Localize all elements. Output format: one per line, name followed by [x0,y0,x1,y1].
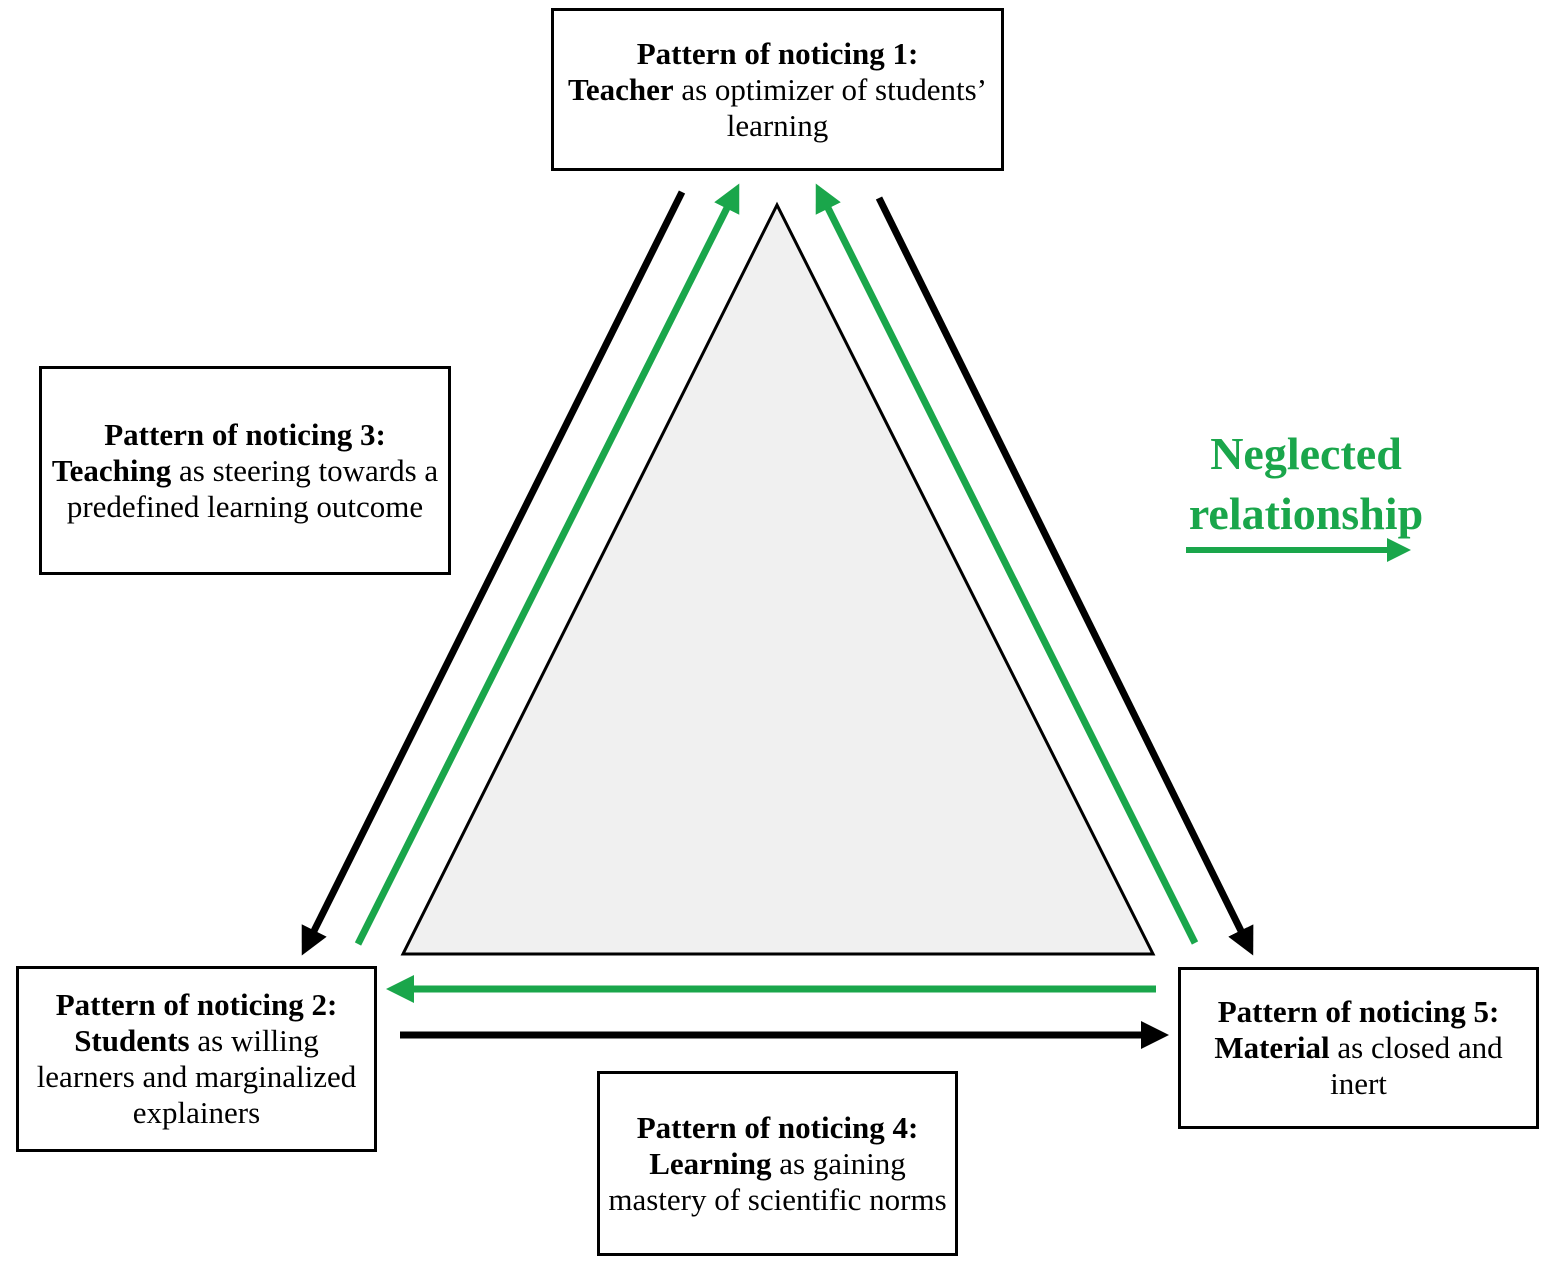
pattern-3-title: Pattern of noticing 3: [104,416,386,452]
pattern-1-text: Pattern of noticing 1:Teacher as optimiz… [560,36,995,144]
green-arrow-material-to-teacher [815,183,1199,945]
pattern-2-keyword: Students [74,1023,190,1058]
pattern-5-title: Pattern of noticing 5: [1217,994,1500,1029]
pattern-5-text: Pattern of noticing 5:Material as closed… [1187,994,1530,1102]
central-triangle [400,201,1156,956]
pattern-4-title: Pattern of noticing 4: [636,1109,919,1145]
pattern-2-text: Pattern of noticing 2:Students as willin… [25,987,368,1131]
pattern-5-description: as closed and inert [1329,1030,1503,1101]
pattern-4-description: as gaining mastery of scientific norms [608,1145,947,1217]
green-arrow-students-to-teacher [354,183,740,946]
pattern-2-title: Pattern of noticing 2: [55,987,338,1022]
pattern-2-box: Pattern of noticing 2:Students as willin… [16,966,377,1152]
pattern-3-keyword: Teaching [51,452,172,488]
arrow-teacher-to-students [301,190,686,956]
pattern-1-title: Pattern of noticing 1: [636,35,919,71]
pattern-4-box: Pattern of noticing 4:Learning as gainin… [597,1071,958,1256]
legend-label: Neglected relationship [1188,428,1424,539]
pattern-5-box: Pattern of noticing 5:Material as closed… [1178,967,1539,1129]
arrow-teacher-to-material [875,196,1254,956]
pattern-4-text: Pattern of noticing 4:Learning as gainin… [606,1110,949,1218]
pattern-3-box: Pattern of noticing 3:Teaching as steeri… [39,366,451,575]
pattern-3-text: Pattern of noticing 3:Teaching as steeri… [48,417,442,525]
pattern-2-description: as willing learners and marginalized exp… [36,1023,357,1130]
pattern-5-keyword: Material [1214,1030,1330,1065]
pattern-3-description: as steering towards a predefined learnin… [66,452,439,524]
pattern-1-box: Pattern of noticing 1:Teacher as optimiz… [551,8,1004,171]
pattern-1-keyword: Teacher [568,71,674,107]
pattern-1-description: as optimizer of students’ learning [673,71,987,143]
pattern-4-keyword: Learning [649,1145,772,1181]
